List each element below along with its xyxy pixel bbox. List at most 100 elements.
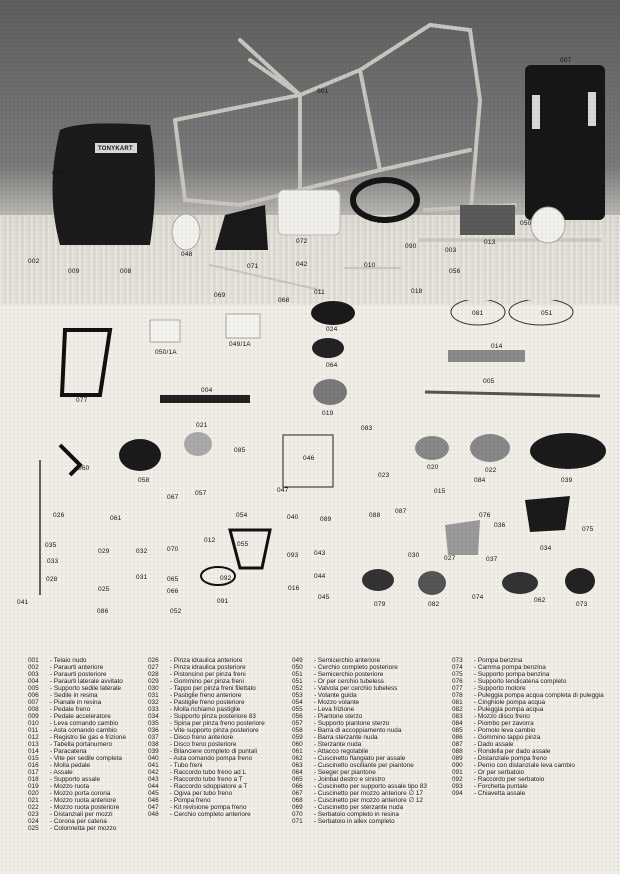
legend-code: 007 [28,699,39,706]
legend-row: 058- Barra di accoppiamento nuda [292,727,427,734]
legend-row: 016- Molla pedale [28,762,126,769]
legend-description: - Pistoncino per pinza freni [170,671,246,678]
legend-description: - Sterzante nuda [314,741,362,748]
callout-031: 031 [136,574,148,581]
callout-021: 021 [196,422,208,429]
legend-description: - Paraurti anteriore [50,664,104,671]
callout-065: 065 [167,576,179,583]
callout-028: 028 [46,576,58,583]
legend-row: 051- Semicerchio posteriore [292,671,427,678]
legend-row: 053- Volante guida [292,692,427,699]
legend-description: - Seeger per piantone [314,769,376,776]
legend-description: - Pinza idraulica anteriore [170,657,243,664]
callout-036: 036 [494,522,506,529]
legend-code: 010 [28,720,39,727]
legend-description: - Camma pompa benzina [474,664,546,671]
legend-description: - Asta comando pompa freno [170,755,253,762]
legend-description: - Leva frizione [314,706,355,713]
legend-row: 056- Piantone sterzo [292,713,427,720]
legend-description: - Kit revisione pompa freno [170,804,247,811]
callout-060: 060 [78,465,90,472]
legend-code: 085 [452,727,463,734]
legend-row: 034- Supporto pinza posteriore 83 [148,713,265,720]
callout-005: 005 [483,378,495,385]
legend-code: 073 [452,657,463,664]
legend-code: 032 [148,699,159,706]
legend-row: 011- Asta comando cambio [28,727,126,734]
legend-code: 071 [292,818,303,825]
legend-description: - Tappo per pinza freni filettato [170,685,256,692]
legend-code: 076 [452,678,463,685]
legend-row: 028- Pistoncino per pinza freni [148,671,265,678]
callout-068: 068 [278,297,290,304]
callout-010: 010 [364,262,376,269]
legend-code: 021 [28,797,39,804]
legend-code: 067 [292,790,303,797]
fuel-pump-shape [565,568,595,594]
callout-015: 015 [434,488,446,495]
legend-code: 011 [28,727,39,734]
chassis-illustration [52,22,605,291]
legend-code: 082 [452,706,463,713]
legend-row: 054- Mozzo volante [292,699,427,706]
legend-row: 047- Kit revisione pompa freno [148,804,265,811]
legend-description: - Joinbal destro e sinistro [314,776,386,783]
seat-shape [52,123,155,245]
legend-description: - Molla richiamo pastiglie [170,706,241,713]
callout-083: 083 [361,425,373,432]
legend-code: 090 [452,762,463,769]
callout-007: 007 [560,57,572,64]
legend-code: 003 [28,671,39,678]
legend-row: 067- Cuscinetto per mozzo anteriore ∅ 17 [292,790,427,797]
callout-044: 044 [314,573,326,580]
legend-description: - Supporto pompa benzina [474,671,550,678]
callout-091: 091 [217,598,229,605]
callout-050-1a: 050/1A [155,349,177,356]
legend-code: 065 [292,776,303,783]
callout-076: 076 [479,512,491,519]
legend-code: 088 [452,748,463,755]
callout-022: 022 [485,467,497,474]
legend-code: 059 [292,734,303,741]
legend-description: - Forchetta puntale [474,783,528,790]
legend-code: 038 [148,741,159,748]
legend-row: 064- Seeger per piantone [292,769,427,776]
front-rim-shape [171,213,201,251]
callout-069: 069 [214,292,226,299]
legend-code: 016 [28,762,39,769]
callout-020: 020 [427,464,439,471]
callout-032: 032 [136,548,148,555]
legend-row: 021- Mozzo ruota anteriore [28,797,126,804]
callout-001: 001 [317,88,329,95]
callout-048: 048 [181,251,193,258]
legend-code: 094 [452,790,463,797]
legend-description: - Semicerchio anteriore [314,657,381,664]
legend-description: - Raccordo sdoppiatore a T [170,783,248,790]
legend-description: - Rondella per dado assale [474,748,551,755]
legend-row: 078- Puleggia pompa acqua completa di pu… [452,692,604,699]
legend-description: - Vite supporto pinza posteriore [170,727,259,734]
legend-row: 046- Pompa freno [148,797,265,804]
legend-code: 077 [452,685,463,692]
callout-088: 088 [369,512,381,519]
callout-072: 072 [296,238,308,245]
callout-003: 003 [445,247,457,254]
legend-row: 070- Serbatoio completo in resina [292,811,427,818]
callout-006: 006 [52,170,64,177]
hub-front-shape [119,439,161,471]
legend-code: 041 [148,762,159,769]
legend-description: - Sedile in resina [50,692,98,699]
legend-row: 020- Mozzo porta corona [28,790,126,797]
legend-code: 022 [28,804,39,811]
callout-071: 071 [247,263,259,270]
legend-code: 027 [148,664,159,671]
legend-code: 054 [292,699,303,706]
legend-code: 053 [292,692,303,699]
callout-042: 042 [296,261,308,268]
callout-014: 014 [491,343,503,350]
legend-code: 089 [452,755,463,762]
legend-description: - Supporto motore [474,685,526,692]
legend-description: - Cuscinetto oscillante per piantone [314,762,414,769]
legend-row: 030- Tappo per pinza freni filettato [148,685,265,692]
legend-description: - Pastiglie freno posteriore [170,699,245,706]
